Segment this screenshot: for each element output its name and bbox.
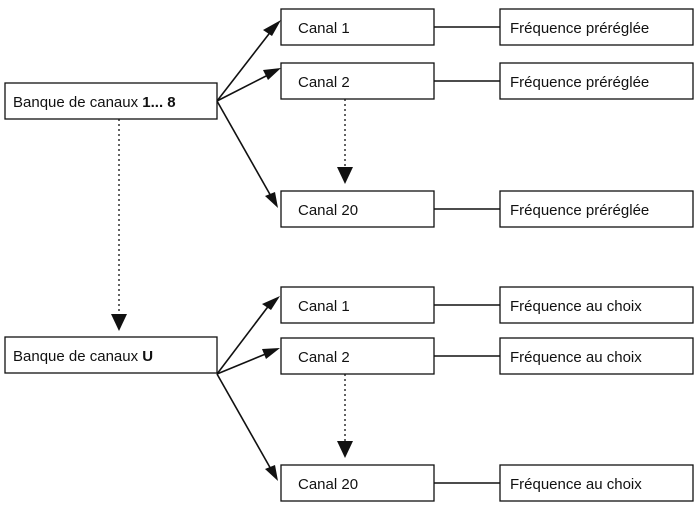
channel-label-preset-2: Canal 2 <box>298 74 350 91</box>
channel-label-user-1: Canal 1 <box>298 298 350 315</box>
frequency-box-preset-1: Fréquence préréglée <box>499 8 694 46</box>
dotted-arrow-user-2-to-20 <box>337 374 353 458</box>
channel-label-user-20: Canal 20 <box>298 476 358 493</box>
frequency-label-preset-2: Fréquence préréglée <box>510 74 649 91</box>
channel-label-preset-20: Canal 20 <box>298 202 358 219</box>
channel-box-preset-20: Canal 20 <box>280 190 435 228</box>
dotted-arrow-bank-preset-to-user <box>111 119 127 331</box>
bank-label-user: Banque de canaux <box>13 348 142 365</box>
preset-bank-group: Banque de canaux 1... 8 Canal 1 Fréquenc… <box>4 8 694 228</box>
bank-number-user: U <box>142 348 153 365</box>
channel-box-user-1: Canal 1 <box>280 286 435 324</box>
svg-text:Banque de canaux U: Banque de canaux U <box>13 348 153 365</box>
arrow-bank-to-channel-user-1 <box>216 296 280 375</box>
arrow-bank-to-channel-preset-1 <box>216 20 281 102</box>
bank-box-user: Banque de canaux U <box>4 336 218 374</box>
frequency-box-user-2: Fréquence au choix <box>499 337 694 375</box>
channel-box-preset-1: Canal 1 <box>280 8 435 46</box>
frequency-label-preset-20: Fréquence préréglée <box>510 202 649 219</box>
frequency-box-preset-20: Fréquence préréglée <box>499 190 694 228</box>
channel-box-user-2: Canal 2 <box>280 337 435 375</box>
channel-label-preset-1: Canal 1 <box>298 20 350 37</box>
channel-label-user-2: Canal 2 <box>298 349 350 366</box>
arrow-bank-to-channel-preset-2 <box>216 68 281 102</box>
bank-label-preset: Banque de canaux <box>13 94 142 111</box>
frequency-box-user-1: Fréquence au choix <box>499 286 694 324</box>
channel-box-preset-2: Canal 2 <box>280 62 435 100</box>
arrow-bank-to-channel-preset-20 <box>216 100 278 208</box>
channel-box-user-20: Canal 20 <box>280 464 435 502</box>
arrow-bank-to-channel-user-2 <box>216 348 280 375</box>
dotted-arrow-preset-2-to-20 <box>337 99 353 184</box>
frequency-label-preset-1: Fréquence préréglée <box>510 20 649 37</box>
frequency-box-user-20: Fréquence au choix <box>499 464 694 502</box>
user-bank-group: Banque de canaux U Canal 1 Fréquence au … <box>4 286 694 502</box>
frequency-label-user-2: Fréquence au choix <box>510 349 642 366</box>
bank-number-preset: 1... 8 <box>142 94 175 111</box>
bank-box-preset: Banque de canaux 1... 8 <box>4 82 218 120</box>
frequency-label-user-1: Fréquence au choix <box>510 298 642 315</box>
frequency-label-user-20: Fréquence au choix <box>510 476 642 493</box>
arrow-bank-to-channel-user-20 <box>216 373 278 481</box>
frequency-box-preset-2: Fréquence préréglée <box>499 62 694 100</box>
svg-text:Banque de canaux 1... 8: Banque de canaux 1... 8 <box>13 94 176 111</box>
